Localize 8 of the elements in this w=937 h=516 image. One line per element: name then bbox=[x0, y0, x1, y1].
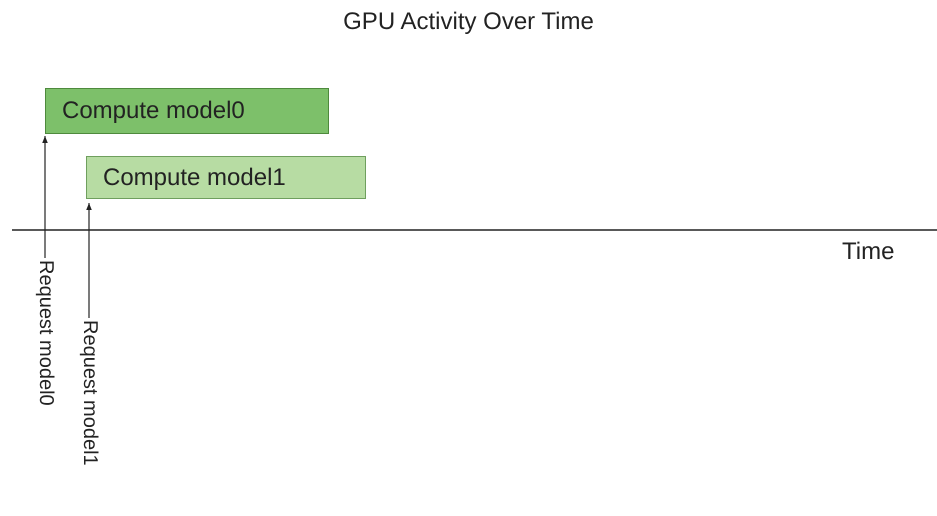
request-label: Request model0 bbox=[36, 260, 56, 406]
arrow bbox=[42, 136, 48, 258]
chart-title: GPU Activity Over Time bbox=[342, 8, 595, 36]
compute-bar: Compute model1 bbox=[86, 156, 366, 199]
request-label: Request model1 bbox=[80, 320, 100, 466]
arrow bbox=[86, 203, 92, 318]
axis-label: Time bbox=[842, 238, 894, 266]
compute-bar: Compute model0 bbox=[45, 88, 329, 134]
